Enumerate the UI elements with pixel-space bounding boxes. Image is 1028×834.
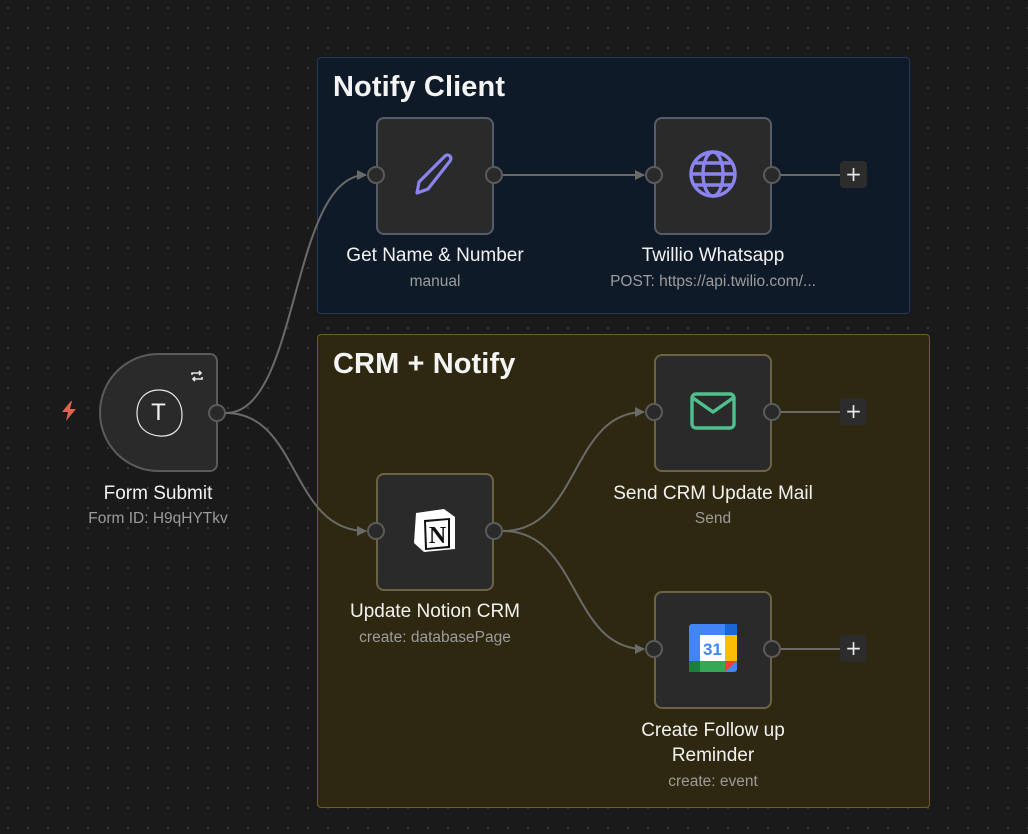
node-title: Twillio Whatsapp (641, 245, 785, 266)
loop-icon (190, 369, 204, 388)
node-send-crm-mail[interactable] (654, 354, 772, 472)
node-subtitle: Form ID: H9qHYTkv (88, 510, 228, 527)
add-node-button[interactable]: + (840, 635, 867, 662)
google-calendar-icon: 31 (688, 623, 738, 678)
node-subtitle: manual (409, 273, 461, 290)
node-subtitle: Send (694, 510, 732, 527)
node-form-submit[interactable]: T (99, 353, 218, 472)
node-title: Create Follow up Reminder (583, 718, 843, 768)
input-handle[interactable] (645, 403, 663, 421)
node-twilio-whatsapp[interactable] (654, 117, 772, 235)
notion-letter: N (429, 523, 447, 549)
group-title: Notify Client (333, 71, 506, 103)
input-handle[interactable] (367, 166, 385, 184)
output-handle[interactable] (485, 522, 503, 540)
group-title: CRM + Notify (333, 348, 516, 380)
node-update-notion-crm[interactable]: N (376, 473, 494, 591)
node-title: Send CRM Update Mail (613, 483, 813, 504)
trigger-icon-letter: T (151, 398, 166, 426)
node-title-line: Create Follow up (641, 720, 785, 741)
output-handle[interactable] (763, 403, 781, 421)
form-trigger-icon: T (133, 387, 185, 439)
input-handle[interactable] (367, 522, 385, 540)
globe-icon (688, 149, 738, 204)
output-handle[interactable] (208, 404, 226, 422)
node-subtitle: POST: https://api.twilio.com/... (610, 273, 816, 290)
node-get-name-number[interactable] (376, 117, 494, 235)
node-subtitle: create: event (668, 773, 758, 790)
output-handle[interactable] (485, 166, 503, 184)
input-handle[interactable] (645, 640, 663, 658)
node-title: Get Name & Number (346, 245, 524, 266)
add-node-button[interactable]: + (840, 161, 867, 188)
lightning-bolt-icon (60, 401, 78, 426)
node-title: Form Submit (103, 483, 213, 504)
node-title: Update Notion CRM (349, 601, 521, 622)
output-handle[interactable] (763, 166, 781, 184)
node-title-line: Reminder (671, 745, 755, 766)
mail-icon (689, 391, 737, 436)
add-node-button[interactable]: + (840, 398, 867, 425)
node-subtitle: create: databasePage (359, 629, 511, 646)
output-handle[interactable] (763, 640, 781, 658)
node-create-reminder[interactable]: 31 (654, 591, 772, 709)
calendar-day: 31 (703, 640, 722, 659)
notion-icon: N (410, 505, 460, 560)
input-handle[interactable] (645, 166, 663, 184)
pencil-icon (412, 151, 458, 202)
